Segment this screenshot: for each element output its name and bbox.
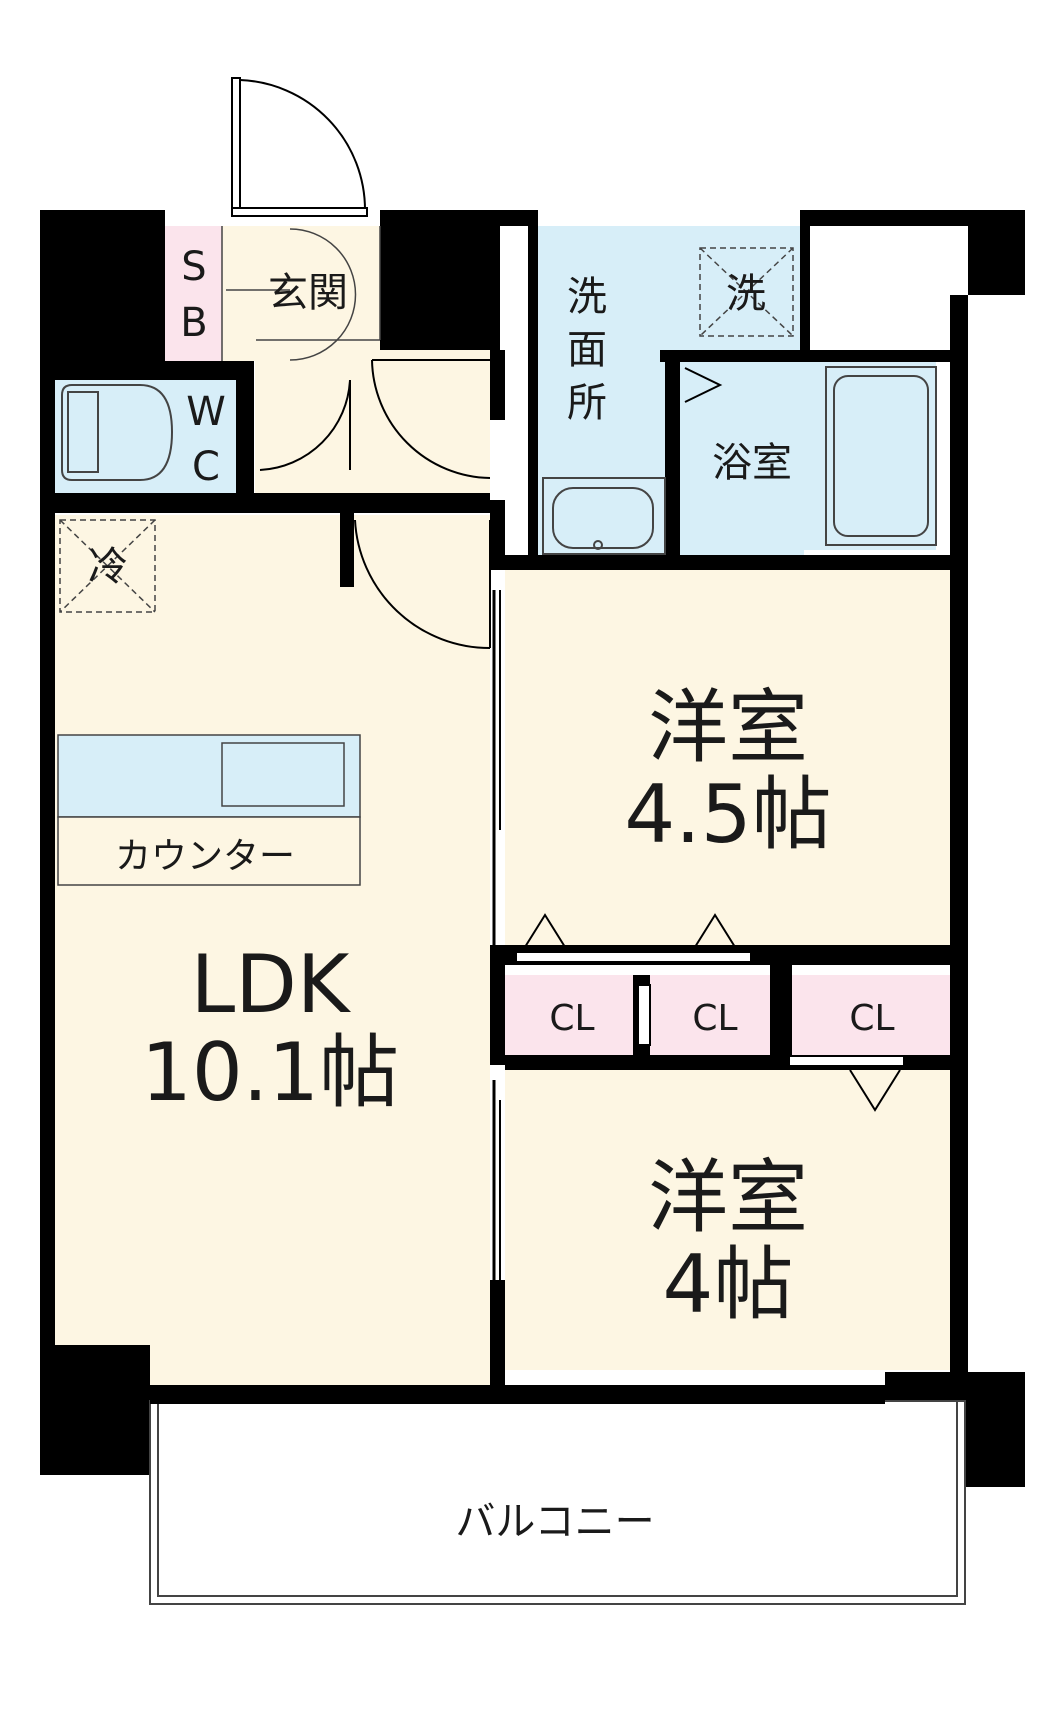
shoe-box-label-b: B [180,300,207,346]
shoe-box-label-s: S [181,244,206,290]
walls [40,210,1025,1487]
kitchen-sink-icon [221,742,345,807]
fixtures [57,226,966,1605]
western-room-2-size-label: 4帖 [663,1238,794,1331]
bathroom-floor [678,362,936,550]
toilet-icon [61,384,174,481]
fridge-box [59,519,156,613]
counter-label: カウンター [115,836,295,877]
washroom-label-1: 洗 [567,274,607,320]
toilet-floor [55,380,243,495]
ldk-floor [55,515,490,1385]
fridge-label: 冷 [88,544,128,590]
washroom-label-2: 面 [567,327,607,373]
closet-1-floor [505,975,645,1055]
washer-box [699,247,794,337]
toilet-label-w: W [186,389,226,435]
balcony-outline [149,1400,966,1605]
closet-2-label: CL [692,998,737,1039]
western-room-2-name-label: 洋室 [648,1151,808,1244]
closet-1-label: CL [549,998,594,1039]
entrance-label: 玄関 [268,270,348,316]
entrance-floor [222,226,380,361]
washer-label: 洗 [726,271,766,317]
closet-3-label: CL [849,998,894,1039]
doors [231,77,905,1280]
shoe-box-floor [165,226,222,361]
ldk-size-label: 10.1帖 [141,1026,399,1119]
western-room-2-floor [505,1070,950,1370]
toilet-label-c: C [192,444,220,490]
western-room-1-floor [505,565,950,955]
sink-icon [542,477,666,555]
closet-3-floor [792,975,950,1055]
western-room-1-size-label: 4.5帖 [624,768,831,861]
bathtub-icon [825,366,937,546]
ldk-name-label: LDK [191,938,352,1031]
labels: LDK 10.1帖 洋室 4.5帖 洋室 4帖 玄関 S B W C 洗 面 所… [88,244,895,1545]
bathroom-label: 浴室 [712,440,792,486]
washroom-label-3: 所 [567,380,607,426]
balcony-label: バルコニー [455,1499,654,1545]
kitchen-counter [57,734,361,886]
western-room-1-name-label: 洋室 [648,681,808,774]
closet-2-floor [650,975,775,1055]
